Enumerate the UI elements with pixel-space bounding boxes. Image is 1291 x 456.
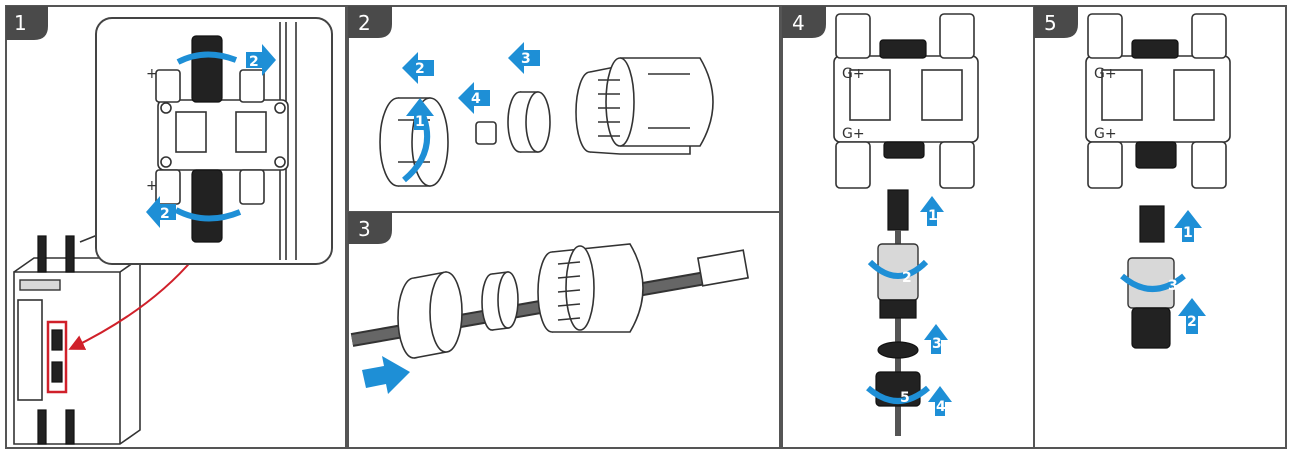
svg-text:1: 1 (928, 208, 938, 224)
svg-text:2: 2 (160, 206, 170, 222)
seal-insert (476, 122, 496, 144)
svg-text:4: 4 (471, 91, 481, 107)
step-arrow: 2 (902, 270, 912, 286)
seal-ring (508, 92, 550, 152)
svg-text:G+: G+ (842, 66, 865, 82)
housing-on-cable (538, 244, 643, 332)
svg-text:2: 2 (1187, 314, 1197, 330)
svg-text:G+: G+ (1094, 66, 1117, 82)
sealing-nut-on-cable (398, 272, 462, 358)
svg-text:2: 2 (415, 61, 425, 77)
step-5-panel: 5 G+ G+ 1 3 2 (1034, 6, 1286, 448)
rj45-plug (888, 190, 908, 230)
step-number: 1 (14, 11, 27, 35)
step-2-panel: 2 1 2 4 3 (348, 6, 780, 212)
svg-text:+: + (146, 66, 158, 82)
svg-text:2: 2 (249, 54, 259, 70)
step-badge (6, 6, 48, 40)
rj45-plug (1140, 206, 1164, 242)
nut (1132, 308, 1170, 348)
step-number: 5 (1044, 11, 1057, 35)
seal (878, 342, 918, 358)
zoom-inset: + + 2 2 (80, 18, 332, 264)
svg-text:2: 2 (902, 270, 912, 286)
step-arrow: 5 (900, 390, 910, 406)
svg-text:3: 3 (521, 51, 531, 67)
step-1-panel: 1 (6, 6, 346, 448)
svg-text:1: 1 (1183, 225, 1193, 241)
connector-housing (576, 58, 713, 154)
step-3-panel: 3 (348, 212, 780, 448)
svg-text:5: 5 (900, 390, 910, 406)
svg-text:1: 1 (415, 114, 425, 130)
svg-text:G+: G+ (1094, 126, 1117, 142)
seal-on-cable (482, 272, 518, 330)
step-4-panel: 4 G+ G+ 1 2 (782, 6, 1034, 448)
connector-assembly: G+ G+ (1086, 14, 1230, 188)
step-number: 4 (792, 11, 805, 35)
svg-text:+: + (146, 178, 158, 194)
svg-text:3: 3 (932, 336, 942, 352)
svg-text:3: 3 (1168, 278, 1178, 294)
svg-text:4: 4 (936, 399, 946, 415)
step-arrow: 3 (1168, 278, 1178, 294)
svg-text:G+: G+ (842, 126, 865, 142)
step-number: 3 (358, 217, 371, 241)
step-number: 2 (358, 11, 371, 35)
